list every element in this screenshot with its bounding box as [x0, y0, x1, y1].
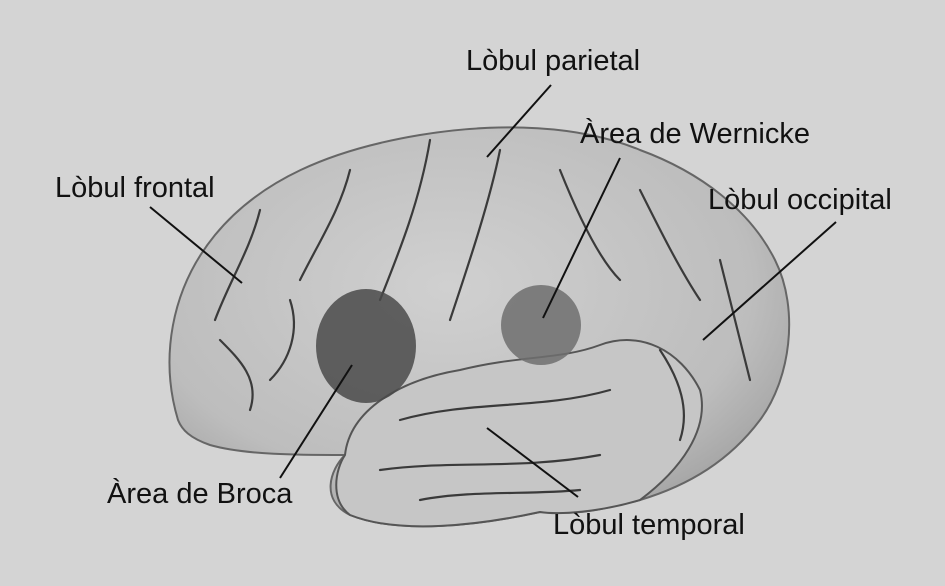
leader-lines [149, 84, 837, 498]
label-wernicke-area: Àrea de Wernicke [580, 117, 810, 150]
label-occipital-lobe: Lòbul occipital [708, 184, 892, 216]
label-temporal-lobe: Lòbul temporal [553, 509, 745, 541]
leader-broca [279, 364, 353, 479]
leader-parietal [486, 84, 552, 158]
label-frontal-lobe: Lòbul frontal [55, 172, 215, 204]
leader-temporal [486, 427, 579, 498]
sulci [213, 138, 752, 502]
leader-occipital [702, 221, 837, 341]
wernicke-area-highlight [501, 285, 581, 365]
label-broca-area: Àrea de Broca [107, 477, 293, 510]
broca-area-highlight [316, 289, 416, 403]
leader-wernicke [542, 157, 621, 319]
temporal-lobe [335, 339, 703, 528]
leader-frontal [149, 206, 243, 284]
label-parietal-lobe: Lòbul parietal [466, 45, 640, 77]
brain-illustration [168, 126, 791, 528]
labels: Lòbul parietal Àrea de Wernicke Lòbul fr… [55, 45, 892, 541]
